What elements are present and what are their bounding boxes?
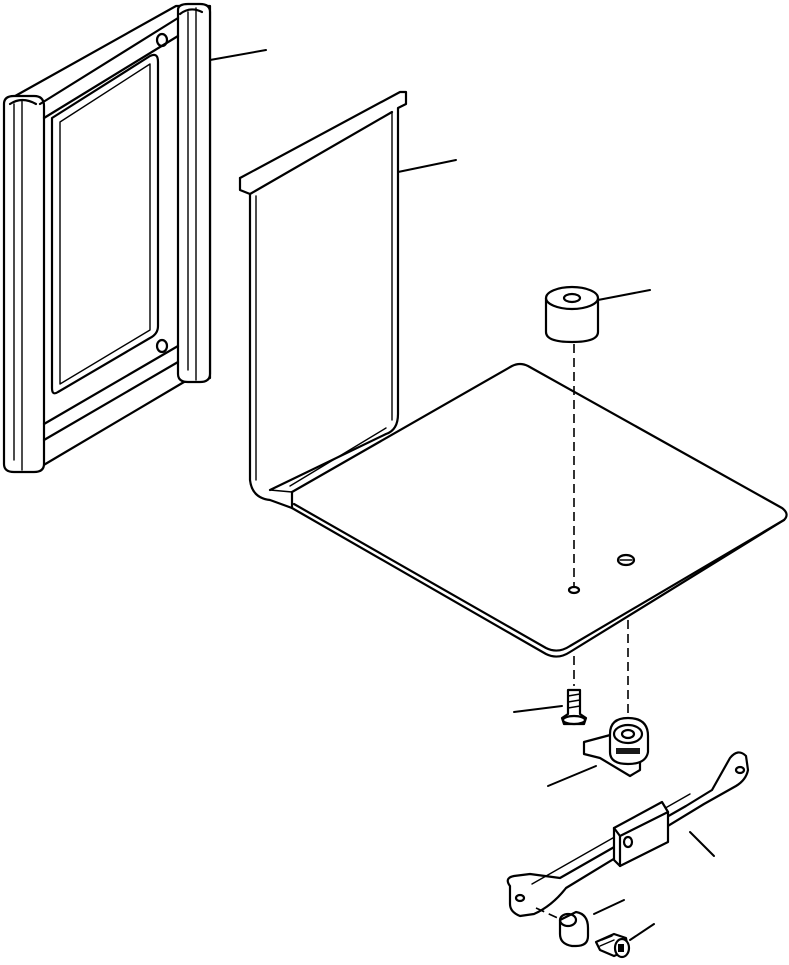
cap-screw — [594, 923, 655, 959]
flat-head-screw — [513, 688, 588, 726]
locking-bar — [506, 751, 750, 918]
quarter-turn-latch — [547, 716, 650, 787]
channel-frame — [2, 2, 267, 474]
battery-tray — [238, 90, 788, 658]
spacer-collar — [535, 899, 625, 948]
rubber-cushion — [544, 285, 651, 344]
